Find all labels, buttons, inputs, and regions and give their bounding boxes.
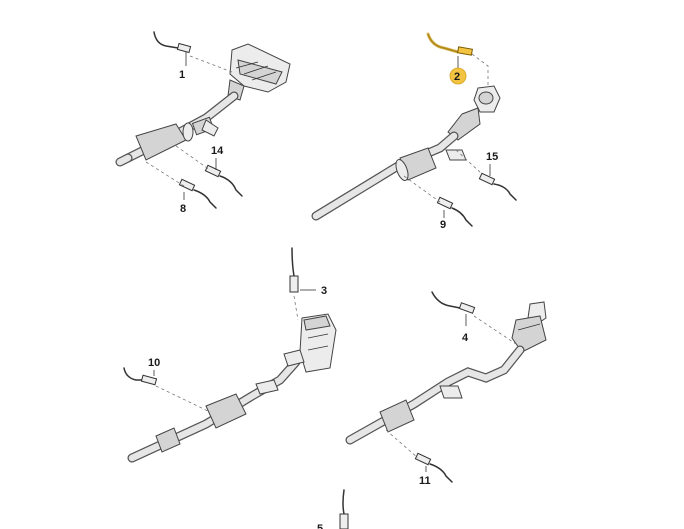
oxygen-sensor-8 <box>178 178 217 209</box>
exhaust-manifold-top-left <box>227 43 291 101</box>
muffler-top-right <box>395 147 437 181</box>
callout-11: 11 <box>419 475 431 487</box>
oxygen-sensor-2 <box>426 32 473 68</box>
muffler-bottom-left <box>205 393 247 429</box>
oxygen-sensor-9 <box>436 196 473 227</box>
oxygen-sensor-15 <box>478 172 517 201</box>
callout-2: 2 <box>454 71 460 83</box>
oxygen-sensor-3 <box>289 247 316 293</box>
callout-3: 3 <box>321 285 327 297</box>
catalytic-converter-bottom-left <box>299 313 337 373</box>
oxygen-sensor-14 <box>204 164 243 197</box>
oxygen-sensor-4 <box>431 291 476 326</box>
catalytic-converter-top-left <box>135 116 215 161</box>
callout-15: 15 <box>486 151 498 163</box>
oxygen-sensor-10 <box>123 367 158 386</box>
assembly-bottom-left <box>127 313 337 463</box>
oxygen-sensor-1 <box>153 31 192 66</box>
catalytic-converter-bottom-right <box>511 315 547 353</box>
callout-4: 4 <box>462 332 469 344</box>
callout-2-highlight <box>449 67 467 85</box>
oxygen-sensor-5 <box>339 489 349 529</box>
assembly-top-left <box>115 43 291 167</box>
callout-10: 10 <box>148 357 160 369</box>
oxygen-sensor-11 <box>414 452 453 483</box>
callout-8: 8 <box>180 203 186 215</box>
callout-5: 5 <box>317 523 323 529</box>
callout-14: 14 <box>211 145 224 157</box>
muffler-bottom-right <box>379 399 415 433</box>
assembly-bottom-right <box>345 301 547 445</box>
callout-9: 9 <box>440 219 446 231</box>
exhaust-manifold-top-right <box>473 85 501 113</box>
callout-1: 1 <box>179 69 185 81</box>
assembly-top-right <box>311 85 501 221</box>
